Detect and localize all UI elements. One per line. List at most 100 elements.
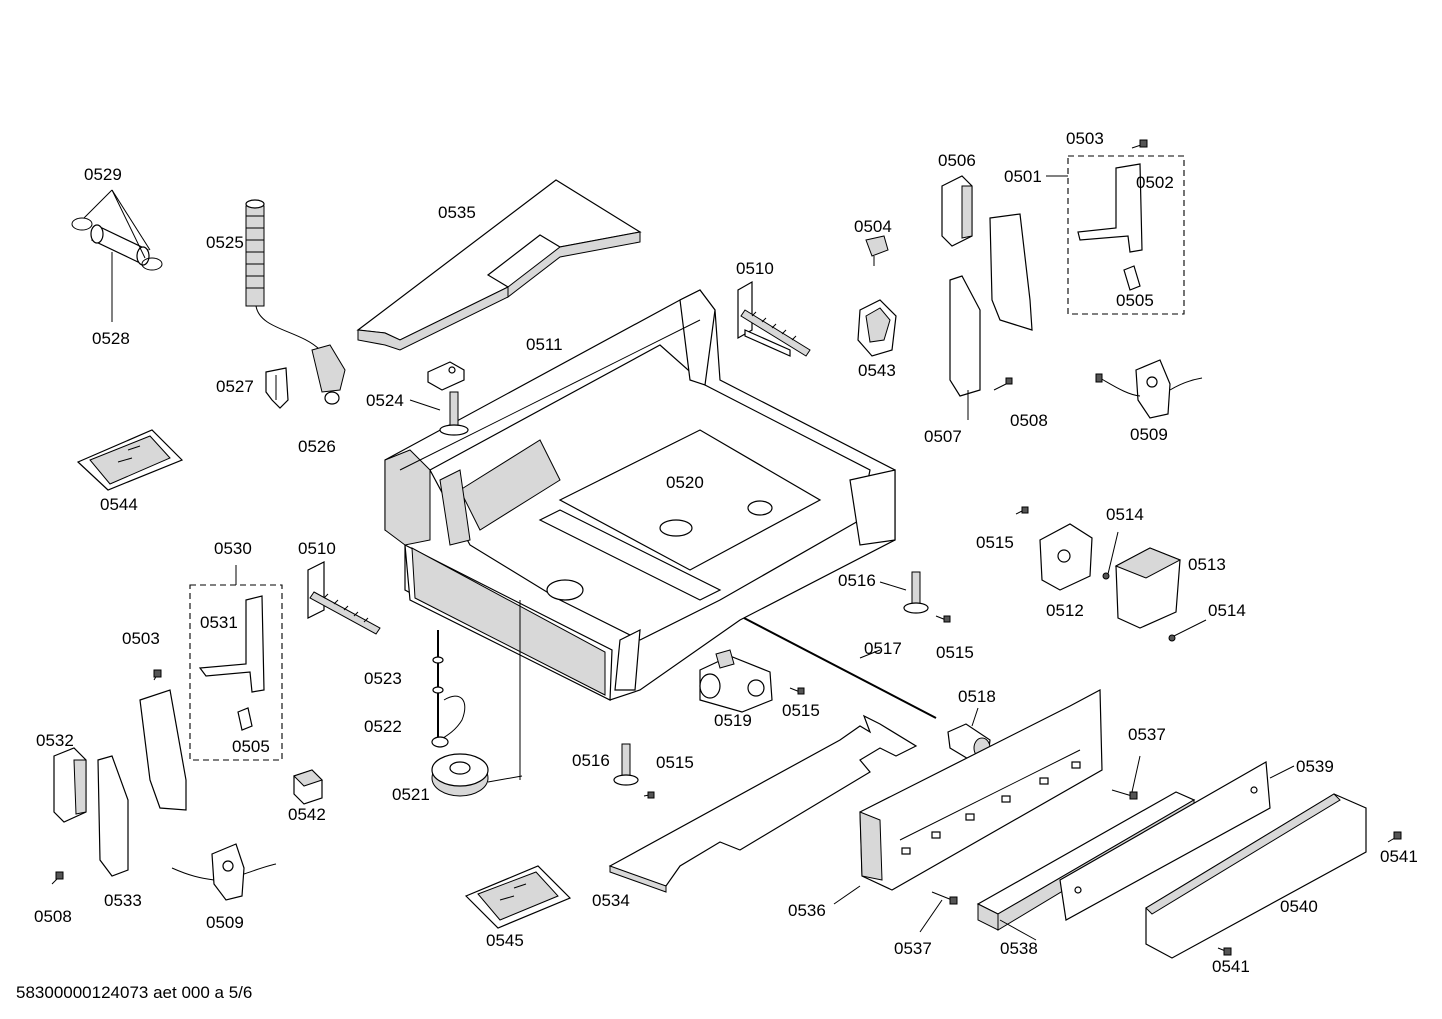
part-0544-parts-bag bbox=[76, 429, 184, 491]
label-0518: 0518 bbox=[958, 687, 996, 706]
label-0501: 0501 bbox=[1004, 167, 1042, 186]
label-0515-d: 0515 bbox=[656, 753, 694, 772]
label-0525: 0525 bbox=[206, 233, 244, 252]
label-0519: 0519 bbox=[714, 711, 752, 730]
part-0532-bracket bbox=[53, 747, 87, 823]
part-0527-clip bbox=[265, 367, 289, 409]
label-0534: 0534 bbox=[592, 891, 630, 910]
label-0540: 0540 bbox=[1280, 897, 1318, 916]
label-0541-bottom: 0541 bbox=[1212, 957, 1250, 976]
part-0508-screw-upper bbox=[993, 377, 1013, 391]
part-0503-screw-lower bbox=[153, 669, 162, 681]
label-0512: 0512 bbox=[1046, 601, 1084, 620]
part-0534-bottom-plate bbox=[608, 714, 918, 893]
label-0506: 0506 bbox=[938, 151, 976, 170]
part-0541-screws bbox=[1217, 831, 1402, 956]
label-0521: 0521 bbox=[392, 785, 430, 804]
part-0533-bracket bbox=[97, 689, 187, 877]
part-0513-cover bbox=[1114, 547, 1182, 629]
part-0521-float bbox=[431, 753, 523, 797]
part-0542-plug bbox=[293, 769, 323, 805]
part-0508-screw-lower bbox=[51, 871, 64, 885]
label-0503-lower: 0503 bbox=[122, 629, 160, 648]
label-0515-c: 0515 bbox=[782, 701, 820, 720]
label-0520: 0520 bbox=[666, 473, 704, 492]
part-0510-spring-upper bbox=[737, 280, 811, 357]
part-0540-panel bbox=[1145, 793, 1367, 959]
label-0538: 0538 bbox=[1000, 939, 1038, 958]
part-0509-sensor-lower bbox=[171, 843, 277, 901]
part-0517-rod bbox=[743, 617, 937, 719]
label-0517: 0517 bbox=[864, 639, 902, 658]
label-0508-lower: 0508 bbox=[34, 907, 72, 926]
label-0542: 0542 bbox=[288, 805, 326, 824]
label-0530: 0530 bbox=[214, 539, 252, 558]
kit-0530-box bbox=[189, 565, 283, 761]
label-0526: 0526 bbox=[298, 437, 336, 456]
kit-0501-box bbox=[1046, 155, 1185, 315]
label-0535: 0535 bbox=[438, 203, 476, 222]
part-0507-bracket bbox=[949, 213, 1033, 420]
part-0545-parts-bag bbox=[464, 865, 572, 929]
label-0539: 0539 bbox=[1296, 757, 1334, 776]
label-0511: 0511 bbox=[526, 335, 563, 354]
part-0511-base-tub bbox=[384, 289, 896, 780]
label-0516-upper: 0516 bbox=[838, 571, 876, 590]
drawing-reference-footer: 58300000124073 aet 000 a 5/6 bbox=[16, 983, 252, 1002]
part-0510-spring-lower bbox=[307, 561, 381, 635]
part-0539-panel bbox=[1059, 761, 1295, 921]
part-0525-hose bbox=[245, 199, 346, 405]
label-0522: 0522 bbox=[364, 717, 402, 736]
label-0514-upper: 0514 bbox=[1106, 505, 1144, 524]
label-0528: 0528 bbox=[92, 329, 130, 348]
label-0510-upper: 0510 bbox=[736, 259, 774, 278]
label-0531: 0531 bbox=[200, 613, 238, 632]
label-0533: 0533 bbox=[104, 891, 142, 910]
label-0504: 0504 bbox=[854, 217, 892, 236]
part-0509-sensor-upper bbox=[1095, 359, 1203, 419]
part-0537-screws bbox=[919, 755, 1141, 933]
label-0523: 0523 bbox=[364, 669, 402, 688]
label-0544: 0544 bbox=[100, 495, 138, 514]
label-0509-upper: 0509 bbox=[1130, 425, 1168, 444]
label-0502: 0502 bbox=[1136, 173, 1174, 192]
label-0508-upper: 0508 bbox=[1010, 411, 1048, 430]
label-0541-right: 0541 bbox=[1380, 847, 1418, 866]
label-0514-lower: 0514 bbox=[1208, 601, 1246, 620]
part-0543-switch bbox=[857, 299, 897, 357]
label-0509-lower: 0509 bbox=[206, 913, 244, 932]
part-0506-bracket bbox=[941, 175, 973, 247]
part-0516-feet bbox=[613, 571, 929, 786]
part-0519-valve bbox=[699, 649, 773, 713]
part-0528-sleeve bbox=[71, 189, 163, 322]
label-0536: 0536 bbox=[788, 901, 826, 920]
part-0515-screws bbox=[643, 506, 1029, 799]
part-0503-screw-upper bbox=[1131, 139, 1148, 149]
part-0524-foot bbox=[409, 361, 469, 436]
label-0505-lower: 0505 bbox=[232, 737, 270, 756]
label-0537-lower: 0537 bbox=[894, 939, 932, 958]
label-0503-upper: 0503 bbox=[1066, 129, 1104, 148]
label-0510-lower: 0510 bbox=[298, 539, 336, 558]
label-0529: 0529 bbox=[84, 165, 122, 184]
part-0512-bracket bbox=[1039, 523, 1093, 591]
label-0505-upper: 0505 bbox=[1116, 291, 1154, 310]
label-0545: 0545 bbox=[486, 931, 524, 950]
label-0515-a: 0515 bbox=[976, 533, 1014, 552]
label-0515-b: 0515 bbox=[936, 643, 974, 662]
label-0516-lower: 0516 bbox=[572, 751, 610, 770]
label-0537-upper: 0537 bbox=[1128, 725, 1166, 744]
part-labels: 0503 0506 0501 0502 0529 0535 0504 0525 … bbox=[34, 129, 1418, 976]
label-0532: 0532 bbox=[36, 731, 74, 750]
part-0504-connector bbox=[865, 235, 889, 266]
label-0524: 0524 bbox=[366, 391, 404, 410]
label-0543: 0543 bbox=[858, 361, 896, 380]
part-0514-screws bbox=[1102, 531, 1207, 642]
label-0507: 0507 bbox=[924, 427, 962, 446]
part-0535-cover-plate bbox=[356, 179, 642, 351]
part-0536-kick-panel bbox=[833, 689, 1103, 905]
part-0523-float-rod bbox=[431, 630, 466, 748]
label-0513: 0513 bbox=[1188, 555, 1226, 574]
label-0527: 0527 bbox=[216, 377, 254, 396]
